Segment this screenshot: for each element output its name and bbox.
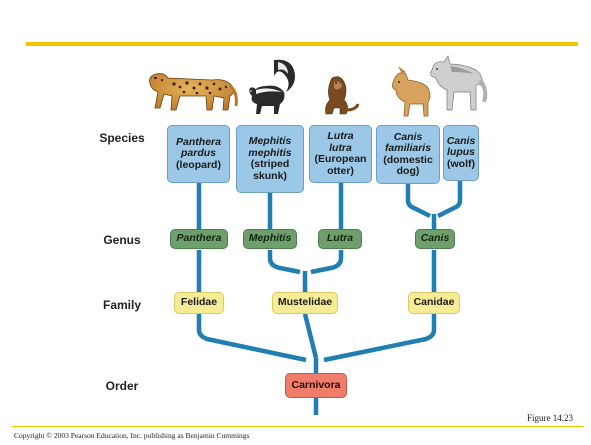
family-box-mustelidae: Mustelidae [272, 292, 338, 314]
species-scientific-line: Panthera [176, 135, 221, 148]
level-label-order: Order [105, 379, 139, 393]
genus-box-canis: Canis [415, 229, 455, 249]
connector-felidae-order [196, 314, 307, 363]
wolf-illustration [430, 55, 488, 111]
species-scientific-line: familiaris [384, 142, 432, 154]
genus-box-mephitis: Mephitis [243, 229, 297, 249]
species-scientific-line: Canis [393, 130, 423, 143]
figure-label: Figure 14.23 [527, 413, 573, 423]
otter-illustration [325, 76, 360, 115]
species-box-leopard: Panthera pardus (leopard) [167, 125, 230, 183]
species-scientific-line: Lutra [327, 130, 354, 142]
connector-canis-species-genus [405, 181, 463, 230]
species-scientific-line: mephitis [248, 146, 292, 159]
level-label-family: Family [102, 298, 141, 312]
connector-mustelidae-order [302, 313, 319, 359]
species-common-name: (striped skunk) [250, 158, 290, 182]
top-accent-rule [26, 42, 578, 46]
bottom-accent-rule [12, 426, 584, 427]
species-common-name: (leopard) [176, 158, 221, 171]
species-box-skunk: Mephitis mephitis (striped skunk) [236, 125, 304, 193]
species-scientific-line: Canis [446, 134, 476, 147]
species-scientific-line: lutra [329, 141, 352, 154]
family-box-felidae: Felidae [174, 292, 224, 314]
copyright-notice: Copyright © 2003 Pearson Education, Inc.… [14, 431, 250, 440]
species-scientific-line: pardus [180, 147, 216, 160]
species-box-dog: Canis familiaris (domestic dog) [376, 125, 440, 184]
leopard-illustration [149, 73, 238, 111]
species-common-name: (European otter) [314, 153, 367, 177]
genus-box-panthera: Panthera [170, 229, 228, 249]
dog-illustration [392, 66, 431, 117]
level-label-genus: Genus [103, 233, 141, 247]
connector-mustelid-genera-family [267, 250, 344, 293]
order-box-carnivora: Carnivora [285, 373, 347, 398]
species-common-name: (domestic dog) [383, 153, 433, 177]
skunk-illustration [249, 59, 295, 114]
species-box-wolf: Canis lupus (wolf) [443, 125, 479, 181]
species-scientific-line: Mephitis [248, 135, 292, 147]
family-box-canidae: Canidae [408, 292, 460, 314]
species-common-name: (wolf) [447, 157, 475, 170]
species-scientific-line: lupus [447, 146, 475, 159]
species-box-otter: Lutra lutra (European otter) [309, 125, 372, 183]
connector-canidae-order [323, 314, 437, 363]
genus-box-lutra: Lutra [318, 229, 362, 249]
level-label-species: Species [99, 131, 145, 145]
